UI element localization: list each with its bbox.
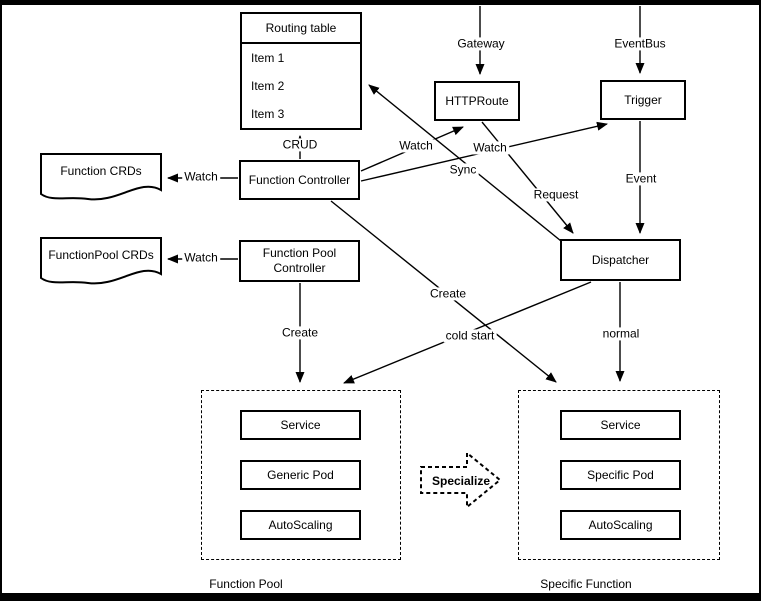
specific-function-group-label: Specific Function	[540, 577, 632, 591]
node-specific-service: Service	[560, 410, 681, 440]
specialize-arrow-label: Specialize	[431, 474, 491, 488]
edge-label-create-pool: Create	[279, 325, 321, 340]
routing-table-title: Routing table	[242, 14, 360, 44]
frame-top-bar	[0, 0, 761, 5]
specialize-arrow-shape	[420, 450, 502, 510]
frame-bottom-bar	[0, 593, 761, 601]
node-function-crds: Function CRDs	[40, 153, 162, 203]
group-specific-function	[518, 390, 720, 560]
node-routing-table: Routing table Item 1 Item 2 Item 3	[240, 12, 362, 130]
routing-table-item: Item 1	[251, 50, 285, 65]
node-pool-service: Service	[240, 410, 361, 440]
node-pool-autoscaling: AutoScaling	[240, 510, 361, 540]
document-shape	[40, 153, 162, 201]
node-functionpool-crds: FunctionPool CRDs	[40, 237, 162, 287]
node-dispatcher: Dispatcher	[560, 239, 681, 281]
edge-label-gateway: Gateway	[455, 36, 507, 51]
node-generic-pod: Generic Pod	[240, 460, 361, 490]
document-shape	[40, 237, 162, 285]
edge-label-watch-trigger: Watch	[471, 140, 509, 155]
routing-table-item: Item 2	[251, 78, 285, 93]
functionpool-crds-label: FunctionPool CRDs	[48, 248, 154, 262]
node-specific-autoscaling: AutoScaling	[560, 510, 681, 540]
function-pool-group-label: Function Pool	[209, 577, 283, 591]
edge-label-event: Event	[623, 171, 659, 186]
node-httproute: HTTPRoute	[434, 81, 520, 121]
edge-label-eventbus: EventBus	[612, 36, 668, 51]
edge-label-create-specific: Create	[427, 286, 469, 301]
frame-right-bar	[759, 0, 761, 601]
edge-label-watch-httproute: Watch	[397, 138, 435, 153]
function-crds-label: Function CRDs	[60, 164, 142, 178]
routing-table-item: Item 3	[251, 106, 285, 121]
edge-label-sync: Sync	[447, 162, 479, 177]
node-function-pool-controller: Function Pool Controller	[239, 240, 360, 282]
edge-sync-routing-table	[368, 84, 562, 242]
node-specific-pod: Specific Pod	[560, 460, 681, 490]
edge-label-watch-function-crds: Watch	[182, 169, 220, 184]
edge-label-cold-start: cold start	[443, 328, 497, 343]
edge-label-watch-functionpool-crds: Watch	[182, 250, 220, 265]
edge-label-crud: CRUD	[280, 137, 320, 152]
edge-request-dispatcher	[481, 121, 574, 234]
edge-label-request: Request	[531, 187, 581, 202]
edge-label-normal: normal	[600, 326, 642, 341]
node-function-controller: Function Controller	[239, 160, 360, 200]
frame-left-bar	[0, 0, 2, 601]
group-function-pool	[201, 390, 401, 560]
node-trigger: Trigger	[600, 80, 686, 120]
